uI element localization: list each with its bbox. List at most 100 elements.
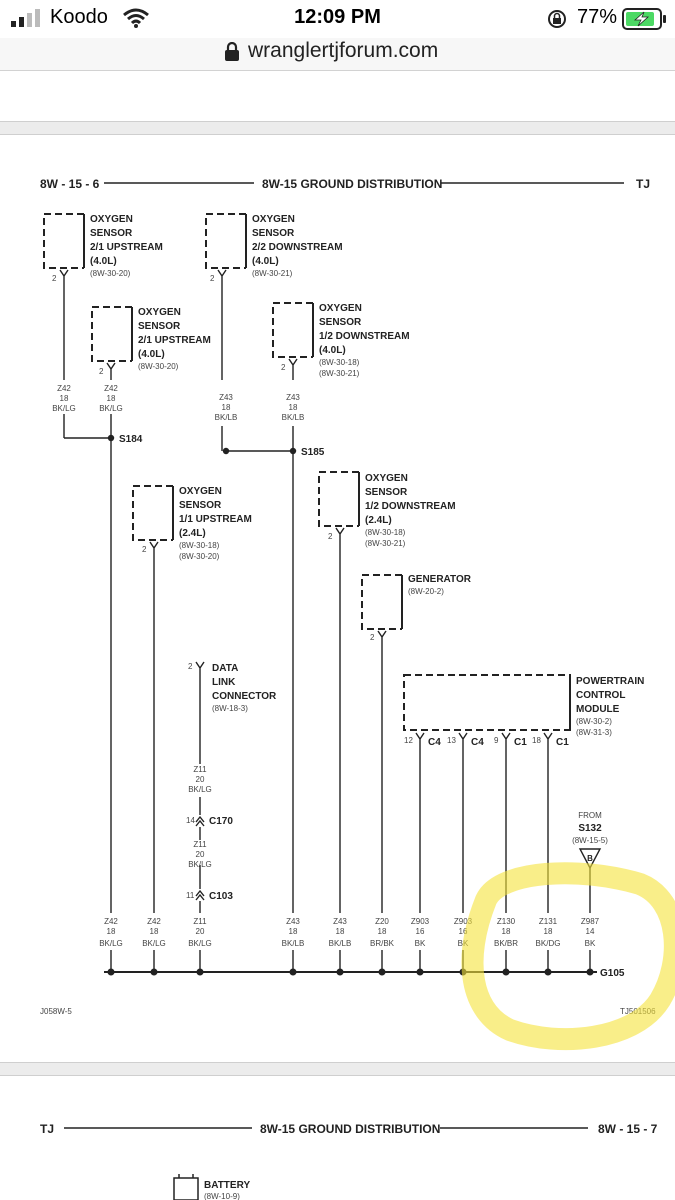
svg-text:16: 16 [416, 927, 425, 936]
svg-text:Z42: Z42 [104, 917, 118, 926]
svg-text:12: 12 [404, 736, 413, 745]
svg-text:(8W-30-20): (8W-30-20) [179, 552, 220, 561]
address-bar[interactable]: wranglertjforum.com [0, 38, 675, 70]
oxygen-sensor-1-1-upstream-24: OXYGEN SENSOR 1/1 UPSTREAM (2.4L) (8W-30… [142, 486, 252, 561]
svg-text:DATA: DATA [212, 663, 238, 674]
svg-text:18: 18 [502, 927, 511, 936]
svg-text:OXYGEN: OXYGEN [90, 214, 133, 225]
svg-text:(8W-30-21): (8W-30-21) [319, 369, 360, 378]
svg-text:18: 18 [289, 403, 298, 412]
from-s132-reference: FROM S132 (8W-15-5) B [572, 811, 608, 863]
generator: GENERATOR (8W-20-2) 2 [370, 574, 472, 642]
svg-text:(8W-31-3): (8W-31-3) [576, 728, 612, 737]
carrier-name: Koodo [50, 6, 108, 28]
pdf-page-separator [0, 121, 675, 135]
splice-s185-label: S185 [301, 447, 325, 458]
svg-text:Z43: Z43 [286, 917, 300, 926]
svg-text:2: 2 [370, 633, 375, 642]
svg-text:18: 18 [378, 927, 387, 936]
svg-text:GENERATOR: GENERATOR [408, 574, 472, 585]
svg-text:20: 20 [196, 927, 205, 936]
svg-text:BK/LB: BK/LB [282, 413, 305, 422]
svg-text:Z43: Z43 [219, 393, 233, 402]
toolbar-divider [0, 70, 675, 71]
splice-s184-label: S184 [119, 434, 143, 445]
svg-text:(4.0L): (4.0L) [90, 256, 117, 267]
svg-text:Z987: Z987 [581, 917, 600, 926]
svg-text:Z903: Z903 [411, 917, 430, 926]
svg-text:(8W-30-20): (8W-30-20) [138, 362, 179, 371]
svg-text:(8W-30-2): (8W-30-2) [576, 717, 612, 726]
svg-text:(4.0L): (4.0L) [319, 345, 346, 356]
svg-text:20: 20 [196, 775, 205, 784]
svg-text:18: 18 [544, 927, 553, 936]
svg-text:2: 2 [210, 274, 215, 283]
svg-text:(4.0L): (4.0L) [138, 349, 165, 360]
svg-text:(8W-30-20): (8W-30-20) [90, 269, 131, 278]
svg-text:BK/LG: BK/LG [188, 939, 212, 948]
svg-text:BR/BK: BR/BK [370, 939, 395, 948]
svg-text:OXYGEN: OXYGEN [365, 473, 408, 484]
svg-text:OXYGEN: OXYGEN [138, 307, 181, 318]
svg-text:18: 18 [289, 927, 298, 936]
svg-text:16: 16 [459, 927, 468, 936]
connector-c170-pin: 14 [186, 816, 195, 825]
svg-text:BATTERY: BATTERY [204, 1180, 250, 1191]
svg-text:BK: BK [585, 939, 596, 948]
svg-text:18: 18 [107, 394, 116, 403]
page1-footer-left: J058W-5 [40, 1007, 72, 1016]
svg-text:20: 20 [196, 850, 205, 859]
rotation-lock-icon [548, 10, 566, 28]
svg-text:Z11: Z11 [193, 917, 207, 926]
svg-text:BK/LB: BK/LB [282, 939, 305, 948]
svg-text:BK/LB: BK/LB [329, 939, 352, 948]
svg-text:Z20: Z20 [375, 917, 389, 926]
url-text: wranglertjforum.com [248, 39, 439, 62]
svg-text:SENSOR: SENSOR [252, 228, 295, 239]
ground-g105-label: G105 [600, 968, 625, 979]
svg-text:18: 18 [222, 403, 231, 412]
svg-text:Z43: Z43 [333, 917, 347, 926]
svg-text:(8W-15-5): (8W-15-5) [572, 836, 608, 845]
svg-text:OXYGEN: OXYGEN [179, 486, 222, 497]
page1-header-left: 8W - 15 - 6 [40, 177, 100, 191]
svg-text:2/1 UPSTREAM: 2/1 UPSTREAM [138, 335, 211, 346]
svg-text:18: 18 [60, 394, 69, 403]
svg-text:(8W-30-21): (8W-30-21) [365, 539, 406, 548]
svg-text:Z11: Z11 [193, 840, 207, 849]
oxygen-sensor-2-1-upstream: OXYGEN SENSOR 2/1 UPSTREAM (4.0L) (8W-30… [52, 214, 163, 283]
svg-text:1/2 DOWNSTREAM: 1/2 DOWNSTREAM [319, 331, 410, 342]
svg-text:2: 2 [328, 532, 333, 541]
svg-text:(8W-30-21): (8W-30-21) [252, 269, 293, 278]
svg-text:18: 18 [107, 927, 116, 936]
svg-text:2/2 DOWNSTREAM: 2/2 DOWNSTREAM [252, 242, 343, 253]
signal-icon [11, 9, 40, 27]
oxygen-sensor-2-2-downstream: OXYGEN SENSOR 2/2 DOWNSTREAM (4.0L) (8W-… [210, 214, 343, 283]
svg-text:C1: C1 [556, 737, 569, 748]
svg-text:BK/LG: BK/LG [188, 860, 212, 869]
svg-text:(8W-10-9): (8W-10-9) [204, 1192, 240, 1200]
svg-text:C4: C4 [428, 737, 441, 748]
oxygen-sensor-1-2-downstream: OXYGEN SENSOR 1/2 DOWNSTREAM (4.0L) (8W-… [281, 303, 410, 378]
svg-text:Z131: Z131 [539, 917, 558, 926]
svg-text:18: 18 [150, 927, 159, 936]
svg-text:BK: BK [415, 939, 426, 948]
svg-text:2: 2 [142, 545, 147, 554]
svg-text:13: 13 [447, 736, 456, 745]
svg-text:POWERTRAIN: POWERTRAIN [576, 676, 644, 687]
svg-text:Z42: Z42 [104, 384, 118, 393]
svg-text:OXYGEN: OXYGEN [252, 214, 295, 225]
svg-text:LINK: LINK [212, 677, 236, 688]
svg-text:BK/DG: BK/DG [536, 939, 561, 948]
svg-text:BK/LG: BK/LG [142, 939, 166, 948]
svg-text:C4: C4 [471, 737, 484, 748]
oxygen-sensor-1-2-downstream-24: OXYGEN SENSOR 1/2 DOWNSTREAM (2.4L) (8W-… [328, 473, 456, 548]
svg-text:2: 2 [99, 367, 104, 376]
svg-text:(8W-30-18): (8W-30-18) [179, 541, 220, 550]
svg-text:Z43: Z43 [286, 393, 300, 402]
svg-text:(2.4L): (2.4L) [365, 515, 392, 526]
status-bar: Koodo 12:09 PM 77% [0, 0, 675, 38]
svg-text:SENSOR: SENSOR [90, 228, 133, 239]
svg-text:Z130: Z130 [497, 917, 516, 926]
